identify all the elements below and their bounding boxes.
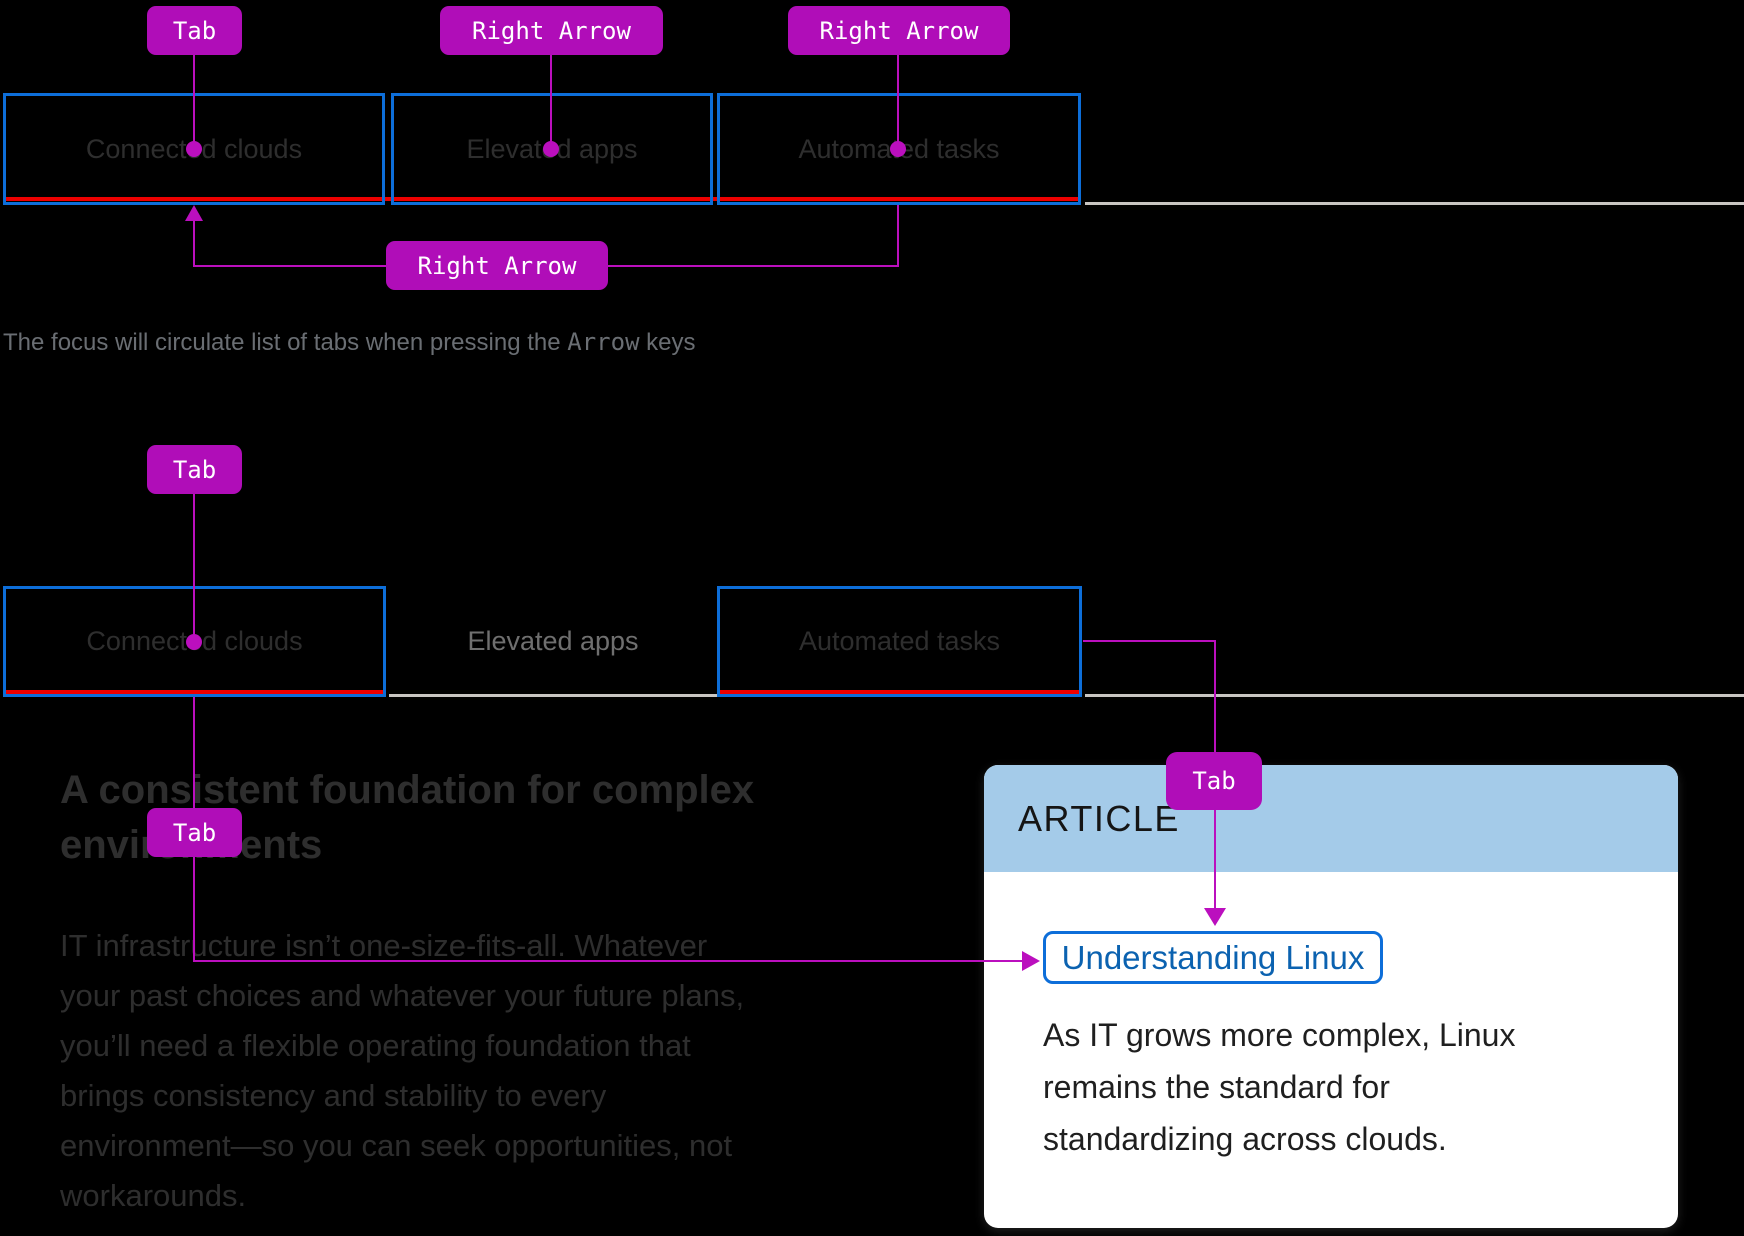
caption-text: The focus will circulate list of tabs wh… bbox=[3, 329, 568, 356]
article-link-focus-ring[interactable]: Understanding Linux bbox=[1043, 931, 1383, 984]
article-card-header: ARTICLE bbox=[984, 765, 1678, 872]
key-badge-tab: Tab bbox=[147, 808, 242, 857]
key-badge-label: Tab bbox=[1192, 767, 1236, 795]
active-tab-underline bbox=[5, 690, 384, 694]
panel-heading-line: A consistent foundation for complex bbox=[60, 768, 755, 812]
panel-body-line: your past choices and whatever your futu… bbox=[60, 978, 745, 1013]
connector-line bbox=[897, 55, 899, 149]
connector-line bbox=[193, 55, 195, 149]
active-tab-underline bbox=[5, 197, 1079, 201]
panel-body-line: environment—so you can seek opportunitie… bbox=[60, 1128, 733, 1163]
article-body-line: standardizing across clouds. bbox=[1043, 1121, 1447, 1157]
connector-line bbox=[1214, 810, 1216, 908]
connector-line bbox=[1214, 640, 1216, 752]
key-badge-tab: Tab bbox=[147, 445, 242, 494]
focus-dot bbox=[890, 141, 906, 157]
connector-line-horizontal bbox=[193, 960, 1023, 962]
tab-label: Elevated apps bbox=[467, 626, 639, 656]
tab-label: Automated tasks bbox=[798, 626, 1001, 656]
arrowhead-down-icon bbox=[1204, 908, 1226, 926]
arrowhead-right-icon bbox=[1022, 951, 1040, 971]
article-body-line: As IT grows more complex, Linux bbox=[1043, 1017, 1516, 1053]
focus-dot bbox=[186, 634, 202, 650]
loop-arrowhead-up-icon bbox=[185, 205, 203, 221]
diagram-caption: The focus will circulate list of tabs wh… bbox=[3, 328, 696, 357]
tab-elevated-apps[interactable]: Elevated apps bbox=[389, 586, 717, 697]
loop-line-down bbox=[897, 205, 899, 267]
key-badge-right-arrow: Right Arrow bbox=[788, 6, 1010, 55]
key-badge-label: Right Arrow bbox=[472, 16, 631, 45]
key-badge-label: Tab bbox=[172, 818, 217, 847]
panel-body-line: IT infrastructure isn’t one-size-fits-al… bbox=[60, 928, 708, 963]
panel-body-line: workarounds. bbox=[60, 1178, 247, 1213]
article-body-line: remains the standard for bbox=[1043, 1069, 1390, 1105]
connector-line bbox=[193, 494, 195, 642]
caption-text: keys bbox=[639, 329, 696, 356]
caption-key-name: Arrow bbox=[567, 328, 640, 356]
article-link[interactable]: Understanding Linux bbox=[1061, 938, 1365, 976]
tab-row-separator bbox=[1085, 694, 1744, 697]
active-tab-underline bbox=[719, 690, 1080, 694]
tab-automated-tasks[interactable]: Automated tasks bbox=[717, 586, 1082, 697]
panel-body-line: you’ll need a flexible operating foundat… bbox=[60, 1028, 691, 1063]
tab-row-separator bbox=[1085, 202, 1744, 205]
focus-dot bbox=[186, 141, 202, 157]
tab-row-separator bbox=[389, 694, 717, 697]
article-card: ARTICLE bbox=[984, 765, 1678, 1228]
article-eyebrow: ARTICLE bbox=[1018, 797, 1180, 839]
panel-body-line: brings consistency and stability to ever… bbox=[60, 1078, 607, 1113]
loop-line-up bbox=[193, 219, 195, 267]
key-badge-label: Right Arrow bbox=[417, 251, 577, 280]
connector-line bbox=[550, 55, 552, 149]
key-badge-label: Tab bbox=[172, 16, 217, 45]
key-badge-label: Tab bbox=[172, 455, 217, 484]
key-badge-label: Right Arrow bbox=[819, 16, 979, 45]
key-badge-tab: Tab bbox=[1166, 752, 1262, 810]
key-badge-right-arrow-loop: Right Arrow bbox=[386, 241, 608, 290]
connector-line-horizontal bbox=[1083, 640, 1216, 642]
focus-dot bbox=[543, 141, 559, 157]
key-badge-tab: Tab bbox=[147, 6, 242, 55]
key-badge-right-arrow: Right Arrow bbox=[440, 6, 663, 55]
